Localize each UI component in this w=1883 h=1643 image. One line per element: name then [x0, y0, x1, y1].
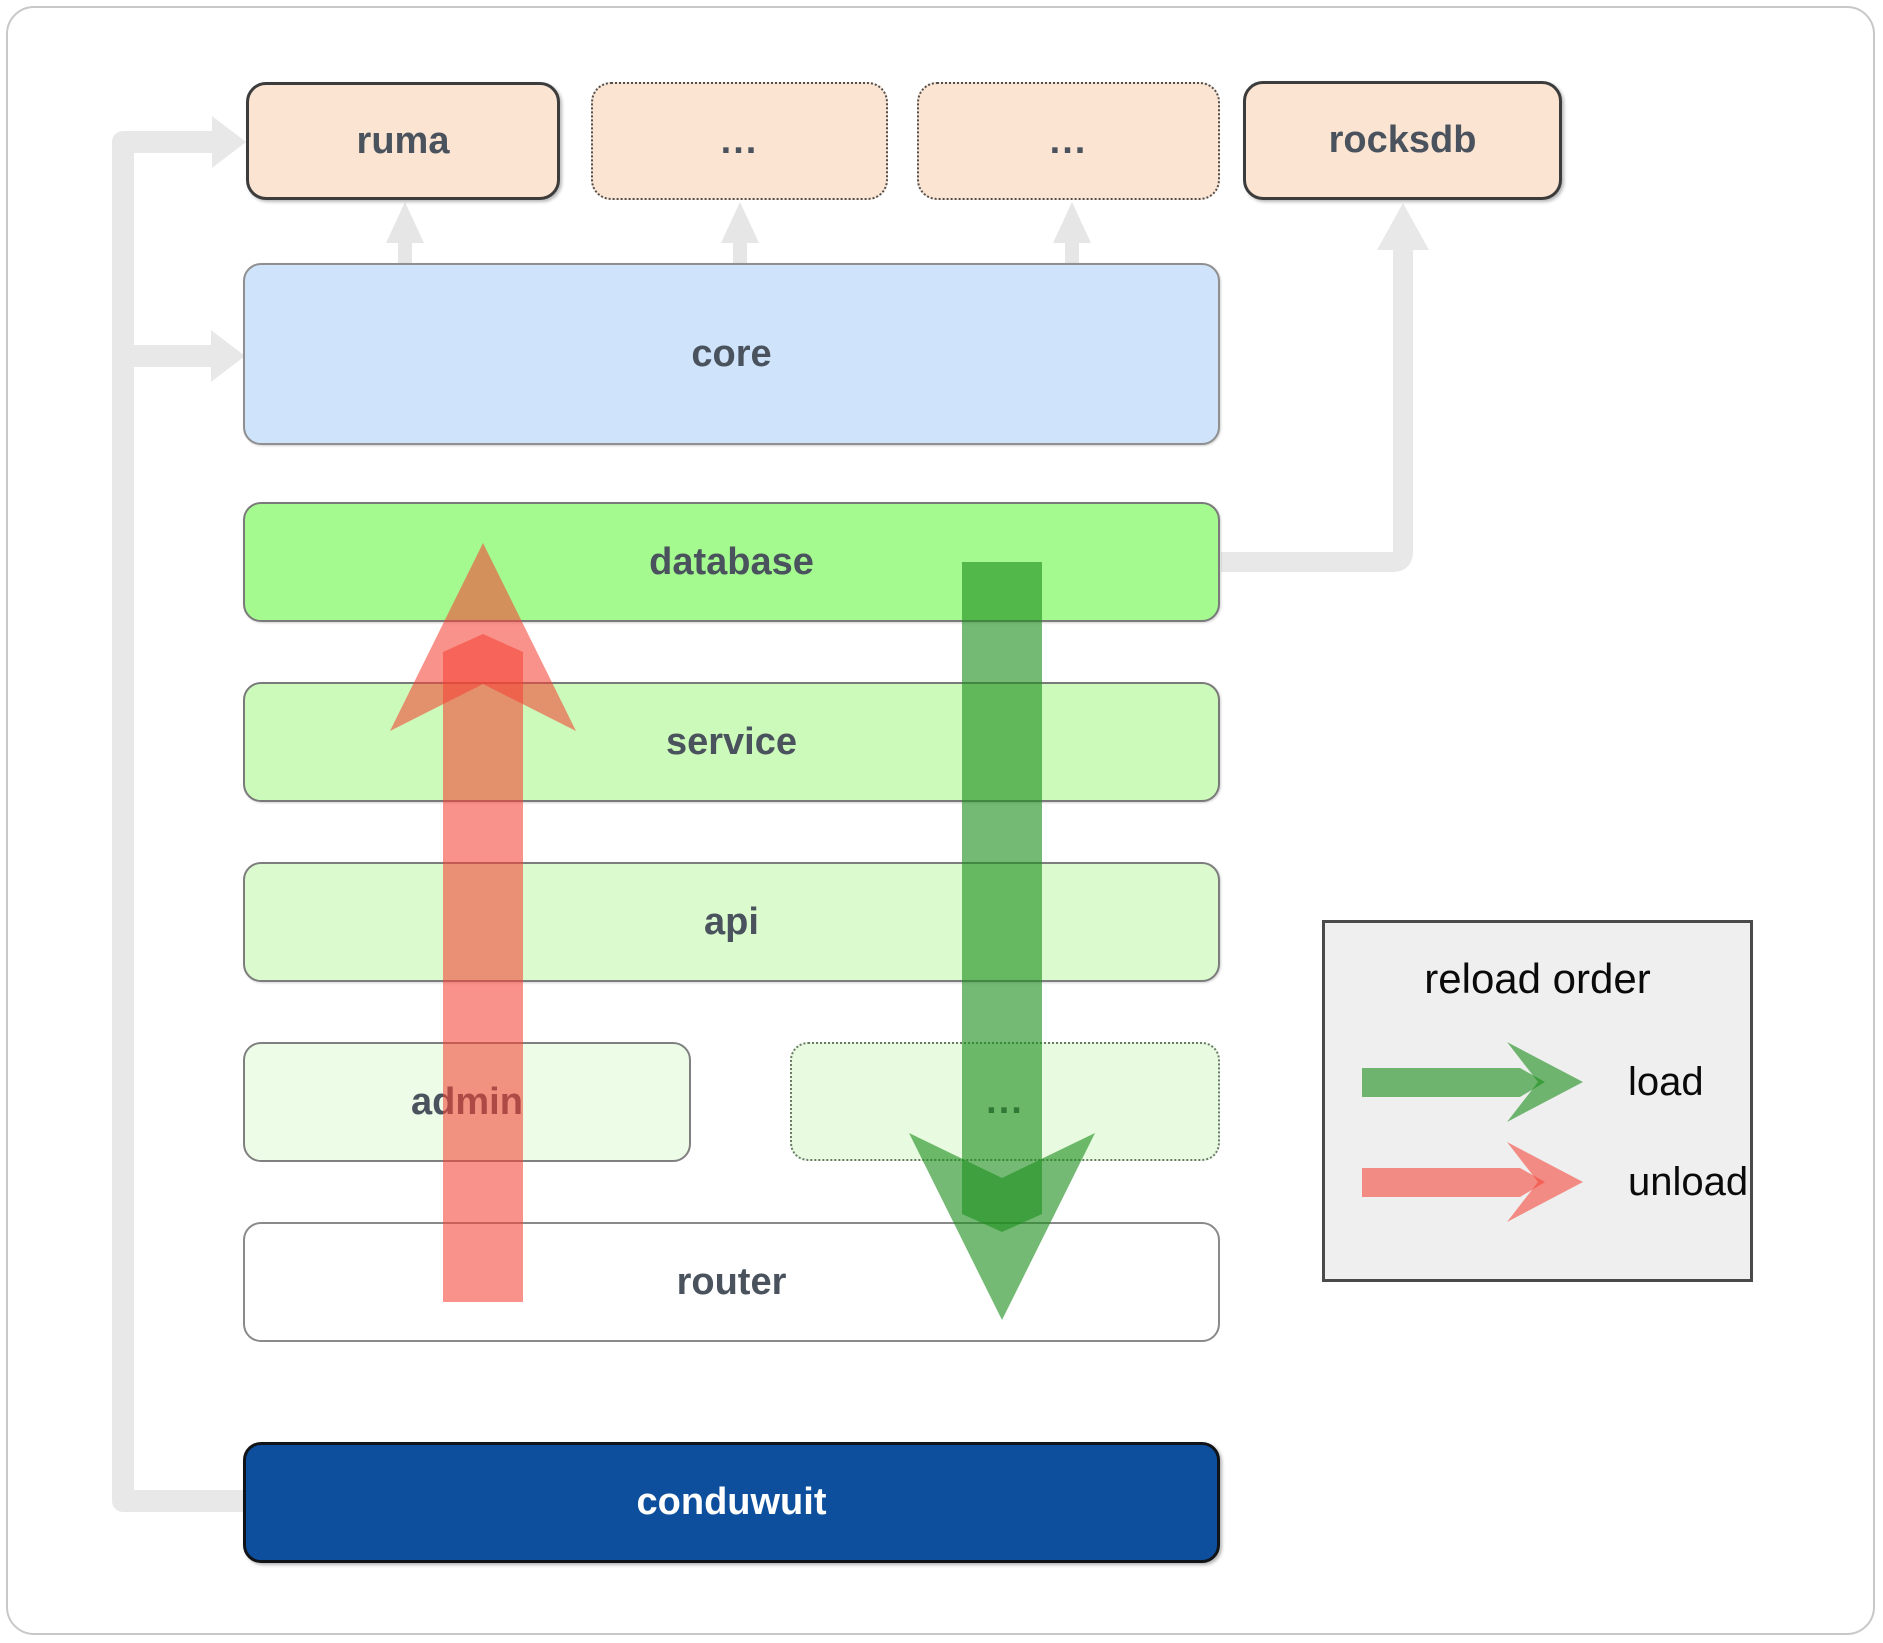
box-rocksdb-label: rocksdb [1328, 119, 1477, 161]
box-service-label: service [665, 720, 797, 763]
box-api-label: api [704, 900, 759, 943]
box-extension-top-2: ... [917, 82, 1220, 200]
box-extension-top-1-label: ... [720, 119, 759, 162]
box-extension-bottom: ... [790, 1042, 1220, 1161]
box-admin: admin [243, 1042, 691, 1162]
legend-title: reload order [1424, 955, 1651, 1002]
box-extension-top-1: ... [591, 82, 888, 200]
box-extension-bottom-label: ... [986, 1080, 1024, 1122]
box-router: router [243, 1222, 1220, 1342]
box-core-label: core [691, 332, 772, 375]
box-conduwuit: conduwuit [243, 1442, 1220, 1563]
box-api: api [243, 862, 1220, 982]
legend-load-label: load [1628, 1060, 1704, 1104]
diagram-frame [6, 6, 1875, 1635]
box-database: database [243, 502, 1220, 622]
box-database-label: database [649, 540, 814, 583]
box-admin-label: admin [411, 1080, 523, 1123]
box-extension-top-2-label: ... [1049, 119, 1088, 162]
box-router-label: router [676, 1260, 787, 1303]
box-conduwuit-label: conduwuit [636, 1481, 827, 1523]
legend-panel: reload order load unload [1322, 920, 1753, 1282]
box-ruma: ruma [246, 82, 560, 200]
legend-unload-label: unload [1628, 1160, 1749, 1204]
box-service: service [243, 682, 1220, 802]
box-rocksdb: rocksdb [1243, 81, 1562, 200]
box-core: core [243, 263, 1220, 445]
box-ruma-label: ruma [356, 119, 450, 162]
